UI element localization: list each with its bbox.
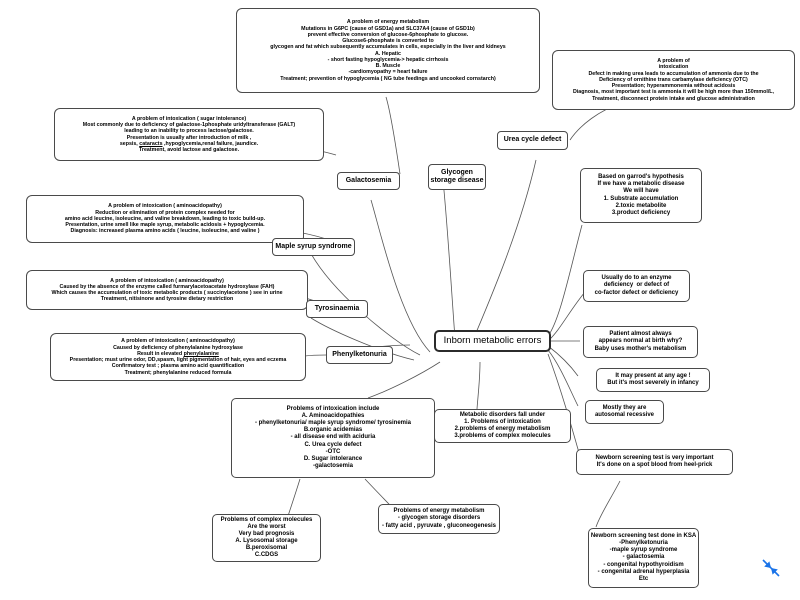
note-box-age-of-presentation[interactable]: It may present at any age ! But it's mos… [596, 368, 710, 392]
topic-galactosemia-label: Galactosemia [345, 176, 392, 184]
detail-box-phenylketonuria[interactable]: A problem of intoxication ( aminoacidopa… [50, 333, 306, 381]
note-box-intoxication-problems[interactable]: Problems of intoxication include A. Amin… [231, 398, 435, 478]
center-node-inborn-metabolic-errors[interactable]: Inborn metabolic errors [434, 330, 551, 352]
note-screening-text: Newborn screening test is very important… [595, 454, 714, 468]
note-box-normal-at-birth[interactable]: Patient almost always appears normal at … [583, 326, 698, 358]
detail-box-tyrosinaemia[interactable]: A problem of intoxication ( aminoacidopa… [26, 270, 308, 310]
topic-node-phenylketonuria[interactable]: Phenylketonuria [326, 346, 393, 364]
topic-pku-label: Phenylketonuria [332, 350, 387, 358]
detail-box-galactosemia[interactable]: A problem of intoxication ( sugar intole… [54, 108, 324, 161]
topic-glycogen-label: Glycogen storage disease [430, 168, 484, 184]
detail-galactosemia-part1: A problem of intoxication ( sugar intole… [82, 115, 296, 147]
note-screening-ksa-text: Newborn screening test done in KSA -Phen… [590, 533, 697, 582]
detail-box-maple-syrup[interactable]: A problem of intoxication ( aminoacidopa… [26, 195, 304, 243]
note-categories-text: Metabolic disorders fall under 1. Proble… [454, 411, 551, 440]
detail-pku-text: A problem of intoxication ( aminoacidopa… [70, 338, 287, 376]
topic-urea-label: Urea cycle defect [503, 136, 562, 144]
note-birth-text: Patient almost always appears normal at … [594, 331, 687, 352]
note-energy-metabolism-text: Problems of energy metabolism - glycogen… [381, 508, 497, 529]
topic-maple-label: Maple syrup syndrome [275, 242, 352, 250]
detail-pku-underlined: phenylalanine [183, 350, 219, 357]
topic-node-urea-cycle-defect[interactable]: Urea cycle defect [497, 131, 568, 150]
note-box-inheritance[interactable]: Mostly they are autosomal recessive [585, 400, 664, 424]
detail-tyrosinaemia-text: A problem of intoxication ( aminoacidopa… [51, 277, 283, 303]
note-box-newborn-screening[interactable]: Newborn screening test is very important… [576, 449, 733, 475]
note-enzyme-text: Usually do to an enzyme deficiency or de… [594, 275, 679, 296]
detail-maple-text: A problem of intoxication ( aminoacidopa… [64, 203, 266, 235]
topic-node-tyrosinaemia[interactable]: Tyrosinaemia [306, 300, 368, 318]
detail-glycogen-text: A problem of energy metabolism Mutations… [270, 19, 506, 82]
note-box-newborn-screening-ksa[interactable]: Newborn screening test done in KSA -Phen… [588, 528, 699, 588]
resize-collapse-icon[interactable] [758, 555, 784, 581]
note-intoxication-text: Problems of intoxication include A. Amin… [254, 406, 412, 469]
note-box-complex-molecules[interactable]: Problems of complex molecules Are the wo… [212, 514, 321, 562]
note-garrod-text: Based on garrod's hypothesis If we have … [597, 174, 685, 216]
center-node-label: Inborn metabolic errors [443, 335, 542, 347]
note-box-garrod-hypothesis[interactable]: Based on garrod's hypothesis If we have … [580, 168, 702, 223]
detail-galactosemia-text: A problem of intoxication ( sugar intole… [83, 116, 295, 154]
note-box-disorder-categories[interactable]: Metabolic disorders fall under 1. Proble… [434, 409, 571, 443]
note-complex-molecules-text: Problems of complex molecules Are the wo… [220, 516, 313, 559]
topic-node-glycogen-storage-disease[interactable]: Glycogen storage disease [428, 164, 486, 190]
detail-pku-part1: A problem of intoxication ( aminoacidopa… [113, 338, 243, 357]
topic-node-maple-syrup-syndrome[interactable]: Maple syrup syndrome [272, 238, 355, 256]
detail-galactosemia-part2: ,hypoglycemia,renal failure, jaundice. T… [138, 140, 259, 153]
note-box-enzyme-deficiency[interactable]: Usually do to an enzyme deficiency or de… [583, 270, 690, 302]
topic-node-galactosemia[interactable]: Galactosemia [337, 172, 400, 190]
topic-tyrosinaemia-label: Tyrosinaemia [314, 304, 360, 312]
detail-box-urea-cycle[interactable]: A problem of intoxication Defect in maki… [552, 50, 795, 110]
detail-urea-text: A problem of intoxication Defect in maki… [572, 58, 775, 102]
detail-pku-part2: Presentation; must urine odor, DD,spasm,… [69, 357, 287, 376]
detail-galactosemia-underlined: cataracts [139, 140, 163, 147]
detail-box-glycogen[interactable]: A problem of energy metabolism Mutations… [236, 8, 540, 93]
note-age-text: It may present at any age ! But it's mos… [607, 372, 699, 386]
note-box-energy-metabolism[interactable]: Problems of energy metabolism - glycogen… [378, 504, 500, 534]
note-inheritance-text: Mostly they are autosomal recessive [594, 404, 655, 418]
